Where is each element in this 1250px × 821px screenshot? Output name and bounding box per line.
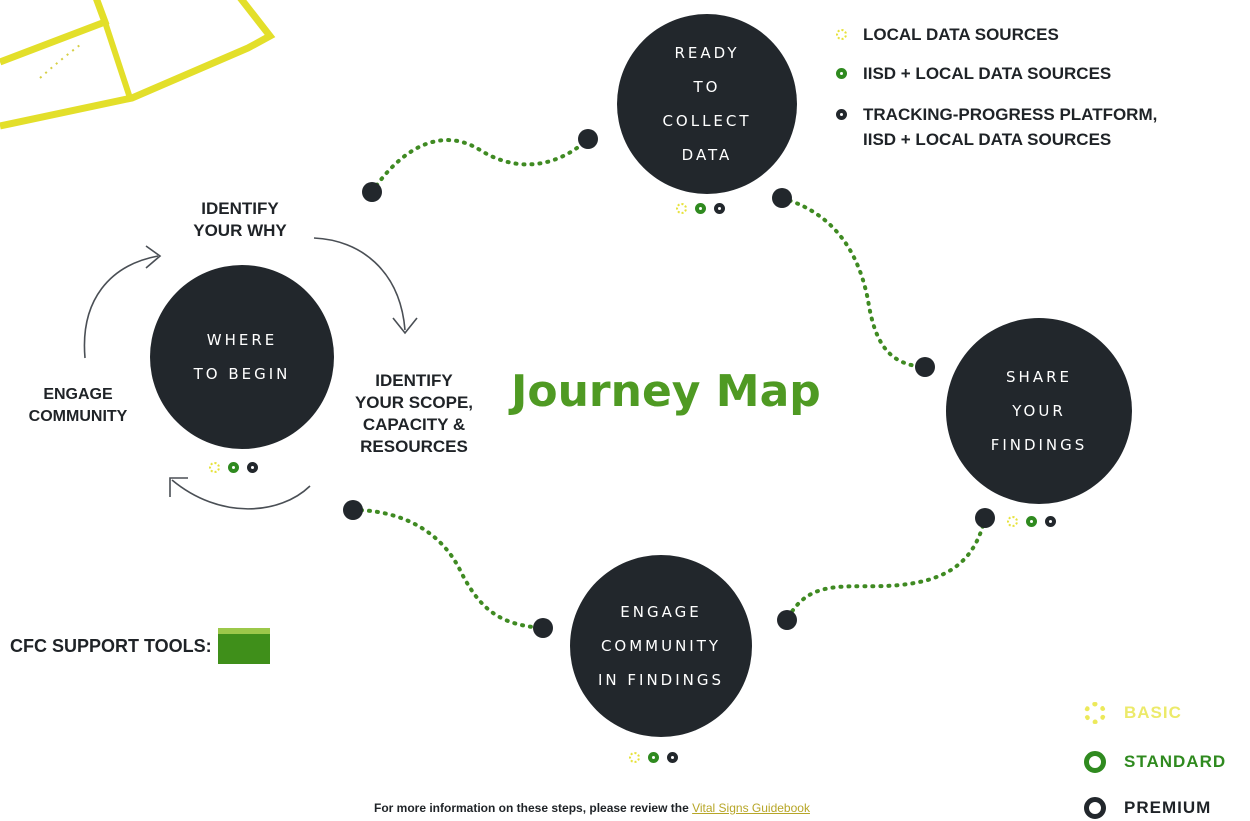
tier-indicator — [1007, 516, 1056, 527]
connector-dot — [578, 129, 598, 149]
tier-basic: BASIC — [1084, 702, 1182, 724]
arrow-head — [169, 477, 188, 497]
label-line: COMMUNITY — [28, 408, 128, 425]
step-share-your-findings: SHARE YOUR FINDINGS — [946, 318, 1132, 504]
folder-icon — [217, 628, 270, 664]
tier-indicator — [676, 203, 725, 214]
path-segment-begin-to-collect — [370, 137, 590, 194]
tier-standard-label: STANDARD — [1124, 752, 1227, 771]
premium-ring-icon — [667, 752, 678, 763]
connector-dot — [343, 500, 363, 520]
tier-indicator — [209, 462, 258, 473]
basic-ring-icon — [1007, 516, 1018, 527]
path-segment-share-to-engage — [785, 516, 987, 622]
step-where-to-begin: WHERE TO BEGIN — [150, 265, 334, 449]
journey-map-title: Journey Map — [511, 366, 821, 417]
connector-dot — [362, 182, 382, 202]
identify-your-scope-label: IDENTIFY YOUR SCOPE, CAPACITY & RESOURCE… — [340, 370, 488, 458]
basic-ring-icon — [629, 752, 640, 763]
arrow-scope-to-engage — [171, 479, 311, 510]
connector-dot — [975, 508, 995, 528]
step-label-line: TO BEGIN — [193, 365, 291, 383]
path-segment-engage-to-begin — [351, 508, 545, 630]
yellow-corner-decoration — [0, 0, 276, 130]
basic-ring-icon — [676, 203, 687, 214]
step-label-line: SHARE — [1006, 368, 1072, 386]
legend-iisd-label: IISD + LOCAL DATA SOURCES — [863, 64, 1112, 83]
step-label-line: IN FINDINGS — [597, 671, 725, 689]
identify-your-why-label: IDENTIFY YOUR WHY — [180, 198, 300, 242]
step-label-line: COLLECT — [662, 112, 752, 130]
step-label-line: READY — [674, 44, 740, 62]
footer-note: For more information on these steps, ple… — [374, 801, 810, 815]
legend-tracking-line2: IISD + LOCAL DATA SOURCES — [863, 130, 1112, 149]
basic-ring-icon — [209, 462, 220, 473]
premium-ring-icon — [247, 462, 258, 473]
label-line: IDENTIFY — [201, 199, 279, 218]
basic-tier-icon — [1084, 702, 1106, 724]
guidebook-link[interactable]: Vital Signs Guidebook — [692, 801, 810, 815]
premium-tier-icon — [1084, 797, 1106, 819]
arrow-engage-to-why — [83, 255, 159, 359]
label-line: YOUR WHY — [193, 221, 287, 240]
arrow-why-to-scope — [313, 237, 406, 331]
step-label-line: ENGAGE — [620, 603, 702, 621]
cfc-support-tools: CFC SUPPORT TOOLS: — [10, 628, 270, 664]
footer-text: For more information on these steps, ple… — [374, 801, 689, 815]
step-label-line: DATA — [681, 146, 733, 164]
tier-indicator — [629, 752, 678, 763]
basic-ring-icon — [836, 29, 847, 40]
tier-premium: PREMIUM — [1084, 797, 1211, 819]
arrow-head — [392, 317, 418, 335]
support-tools-label: CFC SUPPORT TOOLS: — [10, 635, 212, 656]
step-label-line: TO — [693, 78, 721, 96]
step-ready-to-collect-data: READY TO COLLECT DATA — [617, 14, 797, 194]
premium-ring-icon — [836, 109, 847, 120]
standard-ring-icon — [1026, 516, 1037, 527]
standard-ring-icon — [228, 462, 239, 473]
path-segment-collect-to-share — [780, 196, 927, 369]
label-line: YOUR SCOPE, — [354, 393, 474, 412]
label-line: IDENTIFY — [375, 371, 453, 390]
step-label-line: COMMUNITY — [600, 637, 722, 655]
legend-local-data: LOCAL DATA SOURCES — [836, 22, 1059, 47]
legend-tracking-line1: TRACKING-PROGRESS PLATFORM, — [863, 105, 1158, 124]
step-label-line: WHERE — [206, 331, 278, 349]
tier-basic-label: BASIC — [1124, 703, 1182, 722]
legend-tracking-data: TRACKING-PROGRESS PLATFORM, IISD + LOCAL… — [836, 102, 1157, 152]
connector-dot — [533, 618, 553, 638]
step-label-line: YOUR — [1012, 402, 1066, 420]
label-line: RESOURCES — [360, 437, 468, 456]
engage-community-label: ENGAGE COMMUNITY — [6, 384, 150, 428]
step-label-line: FINDINGS — [990, 436, 1088, 454]
connector-dot — [915, 357, 935, 377]
arrow-head — [145, 245, 162, 269]
label-line: CAPACITY & — [362, 415, 466, 434]
step-engage-community-in-findings: ENGAGE COMMUNITY IN FINDINGS — [570, 555, 752, 737]
legend-local-label: LOCAL DATA SOURCES — [863, 25, 1059, 44]
standard-ring-icon — [836, 68, 847, 79]
standard-ring-icon — [648, 752, 659, 763]
legend-iisd-data: IISD + LOCAL DATA SOURCES — [836, 61, 1111, 86]
tier-premium-label: PREMIUM — [1124, 798, 1212, 817]
tier-standard: STANDARD — [1084, 751, 1226, 773]
standard-tier-icon — [1084, 751, 1106, 773]
connector-dot — [772, 188, 792, 208]
standard-ring-icon — [695, 203, 706, 214]
premium-ring-icon — [714, 203, 725, 214]
premium-ring-icon — [1045, 516, 1056, 527]
label-line: ENGAGE — [43, 386, 113, 403]
connector-dot — [777, 610, 797, 630]
